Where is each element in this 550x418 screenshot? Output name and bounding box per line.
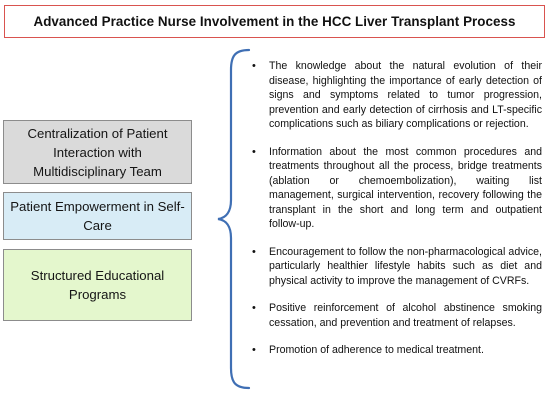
category-label-structured: Structured Educational Programs: [30, 268, 165, 302]
bullet-item-knowledge: The knowledge about the natural evolutio…: [252, 59, 542, 132]
bullet-item-information: Information about the most common proced…: [252, 145, 542, 232]
category-box-empowerment: Patient Empowerment in Self-Care: [3, 192, 192, 240]
diagram-title-text: Advanced Practice Nurse Involvement in t…: [33, 14, 516, 29]
bullet-item-reinforcement: Positive reinforcement of alcohol abstin…: [252, 301, 542, 330]
category-box-centralization: Centralization of Patient Interaction wi…: [3, 120, 192, 184]
category-box-structured: Structured Educational Programs: [3, 249, 192, 321]
bullet-item-encouragement: Encouragement to follow the non-pharmaco…: [252, 245, 542, 289]
category-label-empowerment: Patient Empowerment in Self-Care: [10, 199, 185, 233]
curly-brace-icon: [217, 48, 251, 390]
category-label-centralization: Centralization of Patient Interaction wi…: [27, 125, 168, 179]
diagram-title: Advanced Practice Nurse Involvement in t…: [4, 5, 545, 38]
bullet-item-adherence: Promotion of adherence to medical treatm…: [252, 343, 542, 358]
bullet-list: The knowledge about the natural evolutio…: [252, 59, 542, 358]
